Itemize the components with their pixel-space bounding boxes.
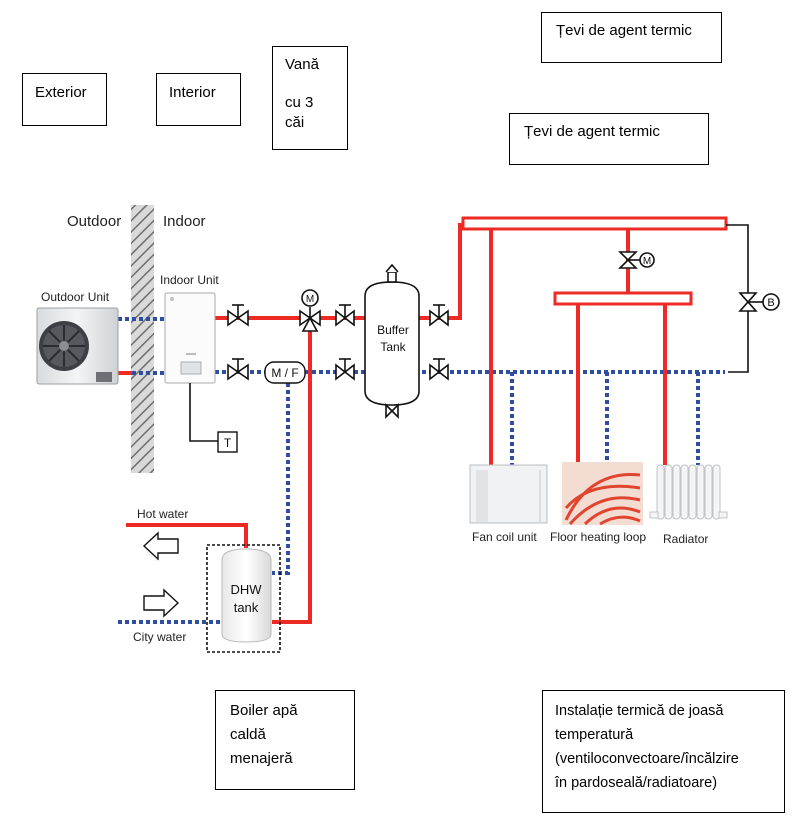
callout-exterior: Exterior xyxy=(22,73,107,126)
callout-boiler-line1: Boiler apă xyxy=(230,702,298,719)
hot-water-label: Hot water xyxy=(137,507,188,521)
bypass-valve xyxy=(738,292,780,312)
callout-install-line1: Instalație termică de joasă xyxy=(555,703,724,719)
callout-pipes-mid: Țevi de agent termic xyxy=(509,113,709,165)
mixing-valve xyxy=(618,251,655,269)
three-way-valve xyxy=(299,289,321,332)
indoor-unit-label: Indoor Unit xyxy=(160,273,219,287)
thermostat-label: T xyxy=(224,436,232,450)
city-water-label: City water xyxy=(133,630,186,644)
thermostat-wire xyxy=(189,383,218,442)
radiator-label: Radiator xyxy=(663,532,708,546)
dhw-tank-label-1: DHW xyxy=(230,582,262,597)
callout-interior-text: Interior xyxy=(169,84,216,101)
three-way-valve-motor-label: M xyxy=(306,294,314,305)
shutoff-valve-buffer-out-return xyxy=(429,358,449,381)
supply-header-mid xyxy=(553,291,693,306)
outdoor-label: Outdoor xyxy=(67,213,121,230)
fan-coil-label: Fan coil unit xyxy=(472,530,537,544)
callout-pipes-mid-text: Țevi de agent termic xyxy=(524,123,660,140)
radiator xyxy=(649,464,728,520)
floor-heating-label: Floor heating loop xyxy=(550,530,646,544)
shutoff-valve-supply xyxy=(227,304,249,327)
indoor-unit xyxy=(164,292,216,384)
mixing-valve-motor-label: M xyxy=(643,256,651,267)
dhw-tank-label-2: tank xyxy=(234,600,259,615)
outdoor-indoor-wall xyxy=(131,205,154,473)
magnetic-filter-label: M / F xyxy=(271,366,298,380)
callout-install-line2: temperatură xyxy=(555,727,634,743)
callout-interior: Interior xyxy=(156,73,241,126)
bypass-valve-label: B xyxy=(767,297,774,309)
buffer-tank-label-2: Tank xyxy=(380,340,406,354)
callout-install-line3: (ventiloconvectoare/încălzire xyxy=(555,751,739,767)
callout-three-way-valve: Vană cu 3 căi xyxy=(272,46,348,150)
callout-boiler-line3: menajeră xyxy=(230,750,293,767)
buffer-tank xyxy=(364,263,420,419)
callout-valve-line1: Vană xyxy=(285,56,319,73)
dhw-dashed-frame xyxy=(206,544,281,653)
supply-header-top xyxy=(461,216,728,231)
hot-water-arrow xyxy=(142,531,179,561)
dhw-tank xyxy=(221,548,272,643)
magnetic-filter xyxy=(264,361,306,384)
outdoor-unit-label: Outdoor Unit xyxy=(41,290,110,304)
city-water-arrow xyxy=(143,588,180,618)
callout-install-line4: în pardoseală/radiatoare) xyxy=(555,775,718,791)
shutoff-valve-buffer-in-return xyxy=(335,358,355,381)
callout-valve-line2: cu 3 xyxy=(285,94,314,111)
callout-low-temp-installation: Instalație termică de joasă temperatură … xyxy=(542,690,785,813)
callout-valve-line3: căi xyxy=(285,114,305,131)
buffer-tank-label-1: Buffer xyxy=(377,323,409,337)
thermostat-box xyxy=(217,431,238,453)
floor-heating-loop xyxy=(562,462,643,526)
callout-pipes-top-text: Țevi de agent termic xyxy=(556,22,692,39)
shutoff-valve-return xyxy=(227,358,249,381)
outdoor-unit xyxy=(36,307,119,385)
callout-pipes-top: Țevi de agent termic xyxy=(541,12,722,63)
shutoff-valve-buffer-out-supply xyxy=(429,304,449,327)
shutoff-valve-buffer-in-supply xyxy=(335,304,355,327)
callout-boiler-line2: caldă xyxy=(230,726,266,743)
fan-coil-unit xyxy=(469,464,548,524)
indoor-label: Indoor xyxy=(163,213,206,230)
callout-exterior-text: Exterior xyxy=(35,84,87,101)
callout-dhw-boiler: Boiler apă caldă menajeră xyxy=(215,690,355,790)
